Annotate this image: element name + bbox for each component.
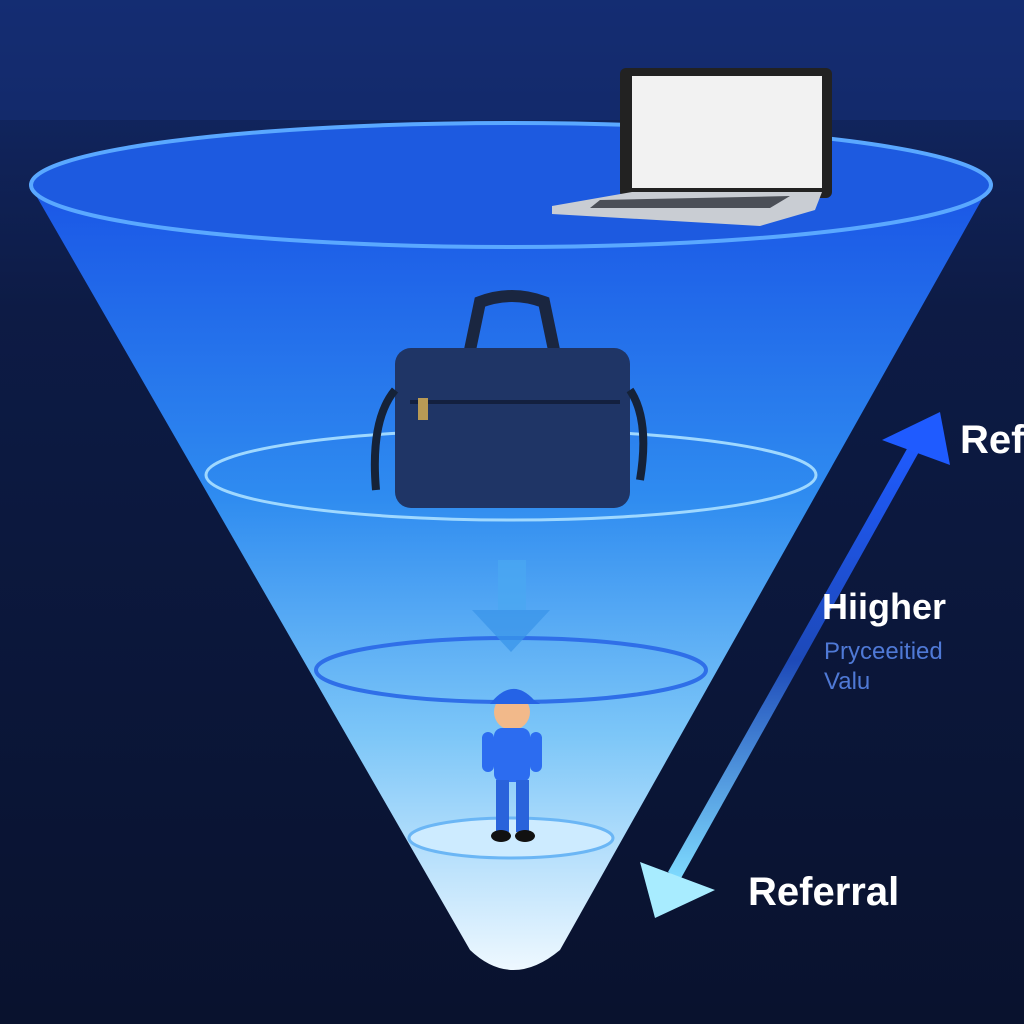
person-figure-icon bbox=[482, 688, 542, 842]
funnel-bottom-rim bbox=[407, 816, 615, 860]
briefcase-icon bbox=[370, 290, 648, 508]
perceived-label: Pryceeitied bbox=[824, 638, 943, 665]
referral-top-label: Ref bbox=[960, 418, 1024, 462]
value-label: Valu bbox=[824, 668, 871, 695]
double-arrow-icon bbox=[640, 412, 950, 918]
higher-label: Hiigher bbox=[822, 586, 947, 627]
down-arrow-icon bbox=[472, 560, 550, 652]
laptop-icon bbox=[552, 68, 832, 226]
referral-bottom-label: Referral bbox=[748, 870, 900, 914]
funnel-top-rim bbox=[29, 121, 993, 249]
